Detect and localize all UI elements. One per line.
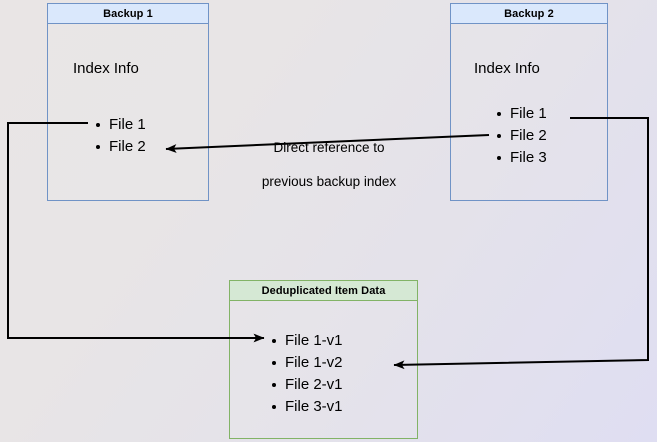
backup-1-index-info-label: Index Info [73, 60, 139, 77]
deduplicated-item-data-header: Deduplicated Item Data [230, 281, 417, 301]
backup-2-box[interactable]: Backup 2 [450, 3, 608, 201]
list-item: File 1-v1 [272, 330, 343, 352]
backup-2-file-list: File 1 File 2 File 3 [497, 103, 547, 169]
direct-reference-annotation-line2: previous backup index [261, 174, 397, 189]
list-item: File 1-v2 [272, 352, 343, 374]
backup-1-file-list: File 1 File 2 [96, 114, 146, 158]
list-item: File 2-v1 [272, 374, 343, 396]
list-item: File 1 [497, 103, 547, 125]
direct-reference-annotation: Direct reference to previous backup inde… [249, 122, 409, 207]
deduplicated-item-data-title: Deduplicated Item Data [261, 284, 386, 297]
backup-1-box[interactable]: Backup 1 [47, 3, 209, 201]
backup-2-title: Backup 2 [504, 7, 554, 20]
backup-2-index-info-label: Index Info [474, 60, 540, 77]
list-item: File 2 [497, 125, 547, 147]
backup-2-header: Backup 2 [451, 4, 607, 24]
list-item: File 3-v1 [272, 396, 343, 418]
list-item: File 1 [96, 114, 146, 136]
backup-1-header: Backup 1 [48, 4, 208, 24]
list-item: File 2 [96, 136, 146, 158]
backup-1-title: Backup 1 [103, 7, 153, 20]
deduplicated-file-list: File 1-v1 File 1-v2 File 2-v1 File 3-v1 [272, 330, 343, 418]
direct-reference-annotation-line1: Direct reference to [273, 140, 385, 155]
list-item: File 3 [497, 147, 547, 169]
